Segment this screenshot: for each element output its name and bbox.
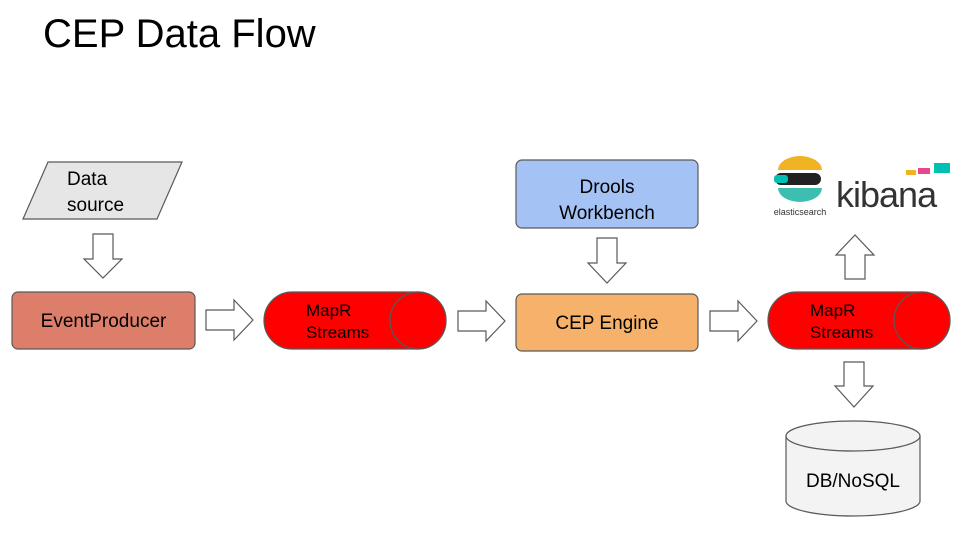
mapr-streams-1-node: MapR Streams [263, 291, 447, 350]
arrow-right-1 [205, 298, 254, 342]
arrow-right-3 [709, 299, 758, 343]
arrow-up [834, 234, 876, 280]
kibana-label: kibana [836, 174, 938, 215]
elasticsearch-logo-icon: elasticsearch [774, 156, 827, 217]
mapr-streams-1-line1: MapR [306, 301, 351, 320]
arrow-down-3 [833, 361, 875, 408]
page-title: CEP Data Flow [43, 12, 316, 56]
arrow-right-2 [457, 299, 506, 343]
drools-workbench-node: Drools Workbench [515, 159, 699, 229]
kibana-logo-icon: kibana [836, 163, 950, 215]
drools-workbench-line2: Workbench [559, 203, 655, 224]
arrow-down-2 [586, 237, 628, 284]
event-producer-label: EventProducer [41, 311, 167, 332]
data-source-line2: source [67, 195, 124, 216]
data-source-line1: Data [67, 169, 108, 190]
event-producer-node: EventProducer [11, 291, 196, 350]
db-nosql-label: DB/NoSQL [806, 471, 900, 492]
arrow-down-1 [82, 233, 124, 279]
mapr-streams-1-line2: Streams [306, 323, 369, 342]
db-nosql-node: DB/NoSQL [785, 420, 921, 517]
cep-engine-node: CEP Engine [515, 293, 699, 352]
data-source-node: Data source [22, 161, 183, 220]
drools-workbench-line1: Drools [580, 177, 635, 198]
mapr-streams-2-line2: Streams [810, 323, 873, 342]
elasticsearch-label: elasticsearch [774, 207, 827, 217]
mapr-streams-2-line1: MapR [810, 301, 855, 320]
cep-engine-label: CEP Engine [555, 313, 658, 334]
mapr-streams-2-node: MapR Streams [767, 291, 951, 350]
